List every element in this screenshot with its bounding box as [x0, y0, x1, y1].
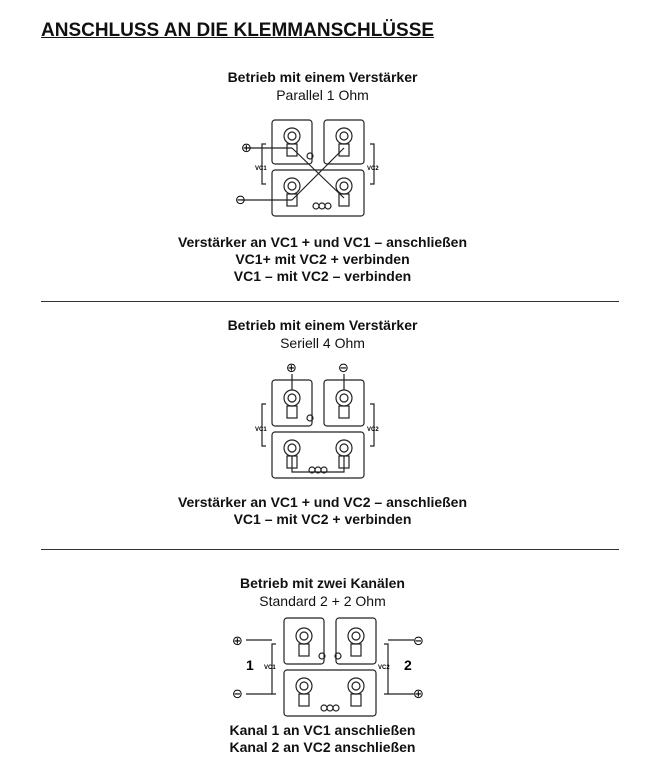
section-heading: Betrieb mit zwei Kanälen — [240, 575, 405, 591]
section-parallel: Betrieb mit einem Verstärker Parallel 1 … — [0, 68, 645, 104]
divider — [41, 301, 619, 302]
caption-line: Verstärker an VC1 + und VC1 – anschließe… — [177, 234, 468, 250]
channel-2-label: 2 — [404, 657, 412, 673]
plus-symbol: ⊕ — [232, 633, 243, 648]
minus-symbol: ⊖ — [235, 192, 246, 207]
vc2-label: VC2 — [367, 166, 379, 172]
channel-1-label: 1 — [246, 657, 254, 673]
captions-parallel: Verstärker an VC1 + und VC1 – anschließe… — [0, 234, 645, 285]
vc2-label: VC2 — [378, 665, 390, 671]
section-subheading: Standard 2 + 2 Ohm — [259, 593, 386, 609]
captions-serial: Verstärker an VC1 + und VC2 – anschließe… — [0, 494, 645, 528]
page-title: ANSCHLUSS AN DIE KLEMMANSCHLÜSSE — [41, 20, 435, 41]
vc2-label: VC2 — [367, 427, 379, 433]
section-heading: Betrieb mit einem Verstärker — [227, 317, 418, 333]
captions-two-channel: Kanal 1 an VC1 anschließen Kanal 2 an VC… — [0, 722, 645, 756]
terminal-diagram-serial: ⊕ ⊖ VC1 VC2 — [255, 360, 379, 479]
caption-line: Verstärker an VC1 + und VC2 – anschließe… — [177, 494, 468, 510]
vc1-label: VC1 — [264, 665, 276, 671]
section-serial: Betrieb mit einem Verstärker Seriell 4 O… — [0, 316, 645, 352]
caption-line: VC1 – mit VC2 + verbinden — [233, 511, 412, 527]
terminal-diagram-parallel: ⊕ ⊖ VC1 VC2 — [235, 119, 379, 217]
vc1-label: VC1 — [255, 166, 267, 172]
plus-symbol: ⊕ — [241, 140, 252, 155]
minus-symbol: ⊖ — [232, 686, 243, 701]
section-heading: Betrieb mit einem Verstärker — [227, 69, 418, 85]
section-subheading: Seriell 4 Ohm — [280, 335, 365, 351]
caption-line: VC1 – mit VC2 – verbinden — [233, 268, 412, 284]
minus-symbol: ⊖ — [413, 633, 424, 648]
minus-symbol: ⊖ — [338, 360, 349, 375]
plus-symbol: ⊕ — [286, 360, 297, 375]
caption-line: Kanal 1 an VC1 anschließen — [229, 722, 416, 738]
caption-line: Kanal 2 an VC2 anschließen — [229, 739, 416, 755]
section-two-channel: Betrieb mit zwei Kanälen Standard 2 + 2 … — [0, 574, 645, 610]
section-subheading: Parallel 1 Ohm — [276, 87, 369, 103]
caption-line: VC1+ mit VC2 + verbinden — [235, 251, 410, 267]
divider — [41, 549, 619, 550]
vc1-label: VC1 — [255, 427, 267, 433]
terminal-diagram-two-channel: ⊕ ⊖ ⊖ ⊕ 1 2 VC1 VC2 — [232, 617, 424, 717]
plus-symbol: ⊕ — [413, 686, 424, 701]
